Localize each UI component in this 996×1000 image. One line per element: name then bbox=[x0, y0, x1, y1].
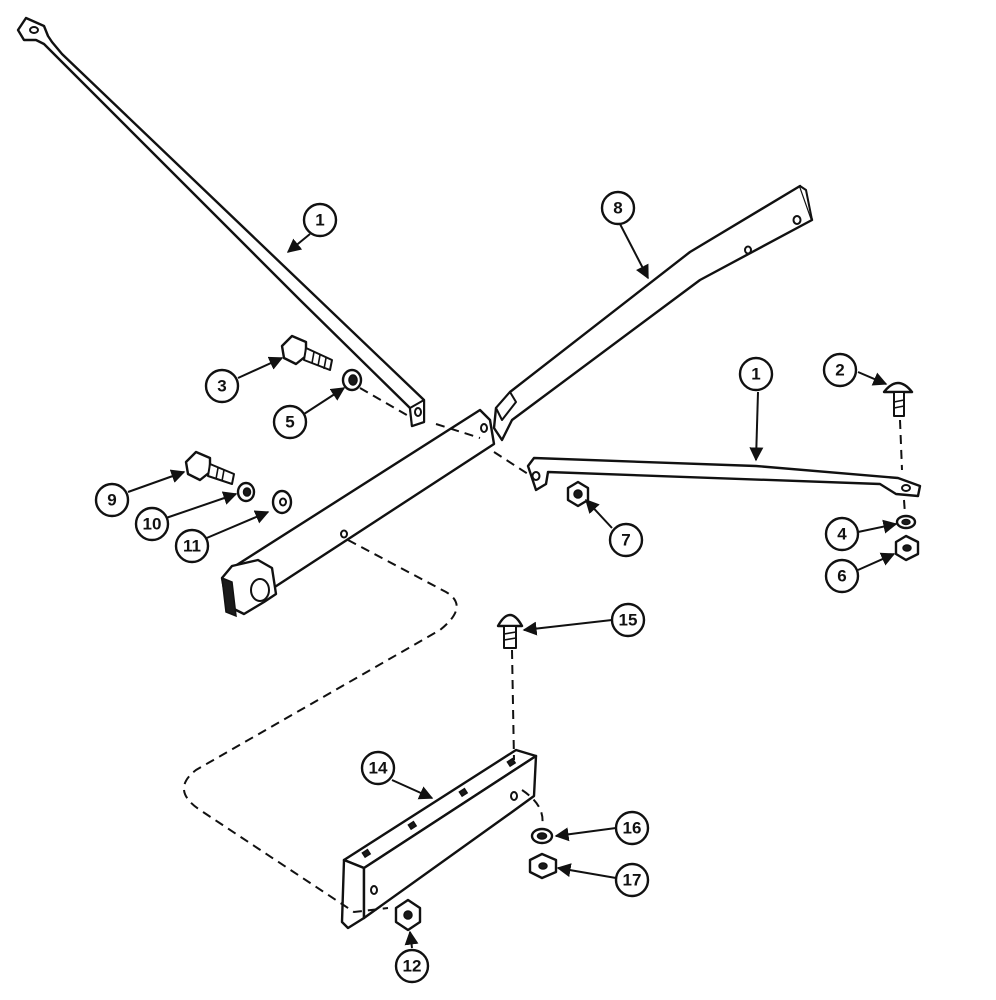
svg-text:1: 1 bbox=[315, 211, 324, 230]
brace-rod-upper-left bbox=[16, 16, 426, 428]
svg-text:1: 1 bbox=[751, 365, 760, 384]
callout-part-12: 12 bbox=[394, 948, 430, 984]
callout-part-15: 15 bbox=[610, 602, 646, 638]
callout-part-8: 8 bbox=[600, 190, 636, 226]
callout-part-1-right: 1 bbox=[738, 356, 774, 392]
callout-part-9: 9 bbox=[94, 482, 130, 518]
callout-part-6: 6 bbox=[824, 558, 860, 594]
callout-part-10: 10 bbox=[134, 506, 170, 542]
nut-12 bbox=[394, 898, 422, 932]
svg-text:2: 2 bbox=[835, 361, 844, 380]
svg-text:12: 12 bbox=[403, 957, 422, 976]
svg-text:14: 14 bbox=[369, 759, 388, 778]
svg-text:16: 16 bbox=[623, 819, 642, 838]
svg-text:9: 9 bbox=[107, 491, 116, 510]
bolt-9 bbox=[184, 450, 235, 485]
flat-washer-11 bbox=[271, 489, 293, 515]
svg-text:10: 10 bbox=[143, 515, 162, 534]
callout-part-3: 3 bbox=[204, 368, 240, 404]
assembly-guide-lines bbox=[183, 387, 906, 914]
bolt-3 bbox=[280, 334, 333, 371]
svg-text:6: 6 bbox=[837, 567, 846, 586]
svg-text:3: 3 bbox=[217, 377, 226, 396]
lock-washer-16 bbox=[530, 827, 554, 845]
carriage-bolt-15 bbox=[496, 613, 524, 649]
carriage-bolt-2 bbox=[882, 381, 914, 417]
nut-6 bbox=[894, 534, 920, 562]
svg-text:5: 5 bbox=[285, 413, 294, 432]
frame-bar-upper-right bbox=[492, 184, 814, 442]
svg-text:15: 15 bbox=[619, 611, 638, 630]
callout-part-1-upper: 1 bbox=[302, 202, 338, 238]
callout-part-14: 14 bbox=[360, 750, 396, 786]
callout-part-16: 16 bbox=[614, 810, 650, 846]
lock-washer-10 bbox=[236, 481, 256, 503]
callout-part-2: 2 bbox=[822, 352, 858, 388]
lock-washer-5 bbox=[341, 368, 363, 392]
svg-text:4: 4 bbox=[837, 525, 847, 544]
frame-bar-lower-left bbox=[220, 408, 496, 618]
nut-7 bbox=[566, 480, 590, 508]
svg-text:7: 7 bbox=[621, 531, 630, 550]
callout-part-17: 17 bbox=[614, 862, 650, 898]
callout-part-5: 5 bbox=[272, 404, 308, 440]
brace-rod-right bbox=[526, 456, 922, 498]
leader-arrows bbox=[127, 223, 898, 949]
svg-text:17: 17 bbox=[623, 871, 642, 890]
nut-17 bbox=[528, 852, 558, 880]
callout-part-7: 7 bbox=[608, 522, 644, 558]
svg-text:11: 11 bbox=[183, 537, 201, 556]
lock-washer-4 bbox=[895, 514, 917, 530]
svg-text:8: 8 bbox=[613, 199, 622, 218]
callout-part-4: 4 bbox=[824, 516, 860, 552]
callout-part-11: 11 bbox=[174, 528, 210, 564]
